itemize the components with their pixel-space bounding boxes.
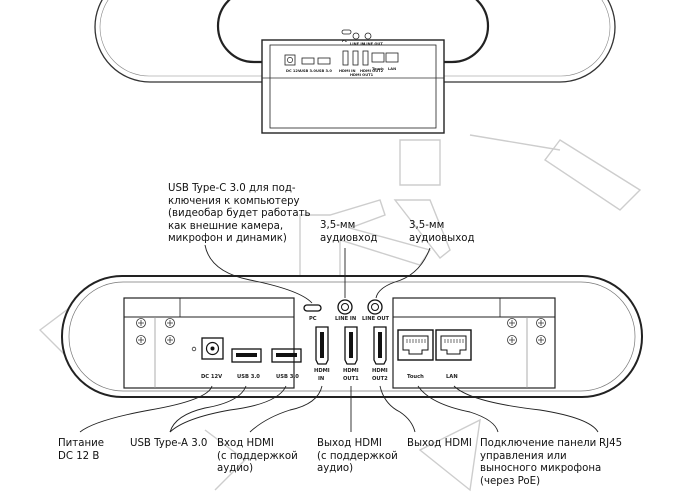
mini-pc-label: PC	[342, 39, 348, 43]
port-label-hdmi-in-1: HDMI	[314, 368, 330, 374]
port-label-line-in: LINE IN	[335, 316, 356, 322]
label-hdmi-out1: Выход HDMI (с поддержкой аудио)	[317, 438, 398, 474]
label-usb-c: USB Type-C 3.0 для под- ключения к компь…	[168, 183, 311, 244]
usb-c-port	[303, 304, 322, 312]
top-device-view: DC 12V USB 3.0 USB 3.0 HDMI IN HDMI OUT1…	[94, 0, 616, 134]
label-hdmi-out2: Выход HDMI	[407, 438, 472, 449]
port-label-usb2: USB 3.0	[276, 374, 299, 380]
mini-usb2-label: USB 3.0	[316, 69, 332, 73]
port-label-lan: LAN	[446, 374, 458, 380]
port-label-dc: DC 12V	[201, 374, 222, 380]
mini-lan-label: LAN	[388, 67, 396, 71]
label-power: Питание DC 12 В	[58, 438, 105, 462]
port-label-pc: PC	[309, 316, 317, 322]
port-label-hdmi-out2-2: OUT2	[372, 376, 388, 382]
mini-line-in-label: LINE IN	[350, 42, 365, 46]
touch-rj45-port	[397, 329, 434, 361]
label-touch: Подключение панели управления или выносн…	[480, 438, 602, 487]
label-usb-a: USB Type-A 3.0	[130, 438, 208, 449]
port-label-hdmi-in-2: IN	[318, 376, 324, 382]
mini-hdmi-in-label: HDMI IN	[339, 69, 356, 73]
mini-touch-label: Touch	[372, 67, 384, 71]
label-audio-out: 3,5-мм аудиовыход	[409, 220, 475, 244]
leader-lines	[79, 244, 599, 433]
port-label-touch: Touch	[407, 374, 424, 380]
port-label-usb1: USB 3.0	[237, 374, 260, 380]
dc-power-port	[201, 337, 224, 360]
hdmi-in-port	[315, 326, 329, 365]
port-label-hdmi-out1-1: HDMI	[343, 368, 359, 374]
mini-hdmi-out1-label: HDMI OUT1	[350, 73, 374, 77]
label-lan: RJ45	[599, 438, 623, 449]
port-label-hdmi-out2-1: HDMI	[372, 368, 388, 374]
usb-a-port-1	[231, 348, 262, 363]
mini-dc-label: DC 12V	[286, 69, 301, 73]
hdmi-out1-port	[344, 326, 358, 365]
port-label-line-out: LINE OUT	[362, 316, 390, 322]
label-hdmi-in: Вход HDMI (с поддержкой аудио)	[217, 438, 298, 474]
port-label-hdmi-out1-2: OUT1	[343, 376, 359, 382]
line-in-jack	[337, 299, 353, 315]
label-audio-in: 3,5-мм аудиовход	[320, 220, 378, 244]
lan-rj45-port	[435, 329, 472, 361]
mini-usb1-label: USB 3.0	[300, 69, 316, 73]
hdmi-out2-port	[373, 326, 387, 365]
back-panel-view: PC LINE IN LINE OUT DC 12V USB 3.0 USB 3…	[61, 275, 643, 398]
mini-hdmi-out2-label: HDMI OUT2	[360, 69, 384, 73]
mini-line-out-label: LINE OUT	[364, 42, 383, 46]
line-out-jack	[367, 299, 383, 315]
usb-a-port-2	[271, 348, 302, 363]
